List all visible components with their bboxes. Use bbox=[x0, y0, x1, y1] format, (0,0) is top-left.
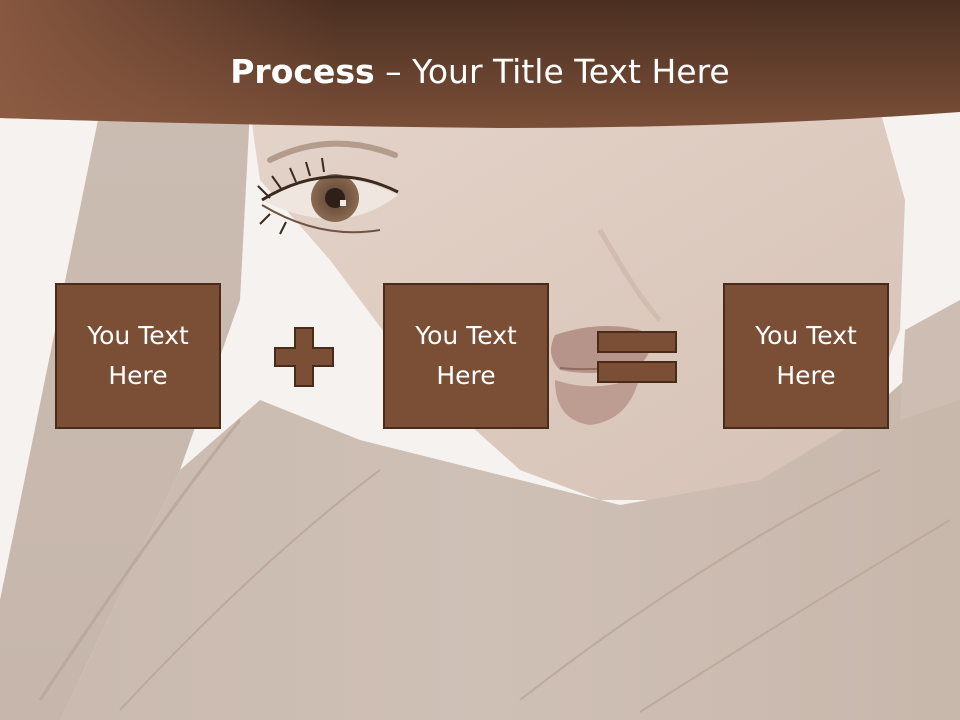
process-box-3[interactable]: You Text Here bbox=[723, 283, 889, 429]
process-box-label: You Text Here bbox=[415, 321, 517, 390]
process-box-1[interactable]: You Text Here bbox=[55, 283, 221, 429]
plus-icon bbox=[274, 327, 334, 387]
equals-icon bbox=[597, 331, 677, 383]
slide-title: Process – Your Title Text Here bbox=[0, 52, 960, 91]
title-rest-part: – Your Title Text Here bbox=[374, 52, 730, 91]
title-bold-part: Process bbox=[230, 52, 375, 91]
header-banner bbox=[0, 0, 960, 128]
process-box-2[interactable]: You Text Here bbox=[383, 283, 549, 429]
process-box-label: You Text Here bbox=[87, 321, 189, 390]
process-box-label: You Text Here bbox=[755, 321, 857, 390]
